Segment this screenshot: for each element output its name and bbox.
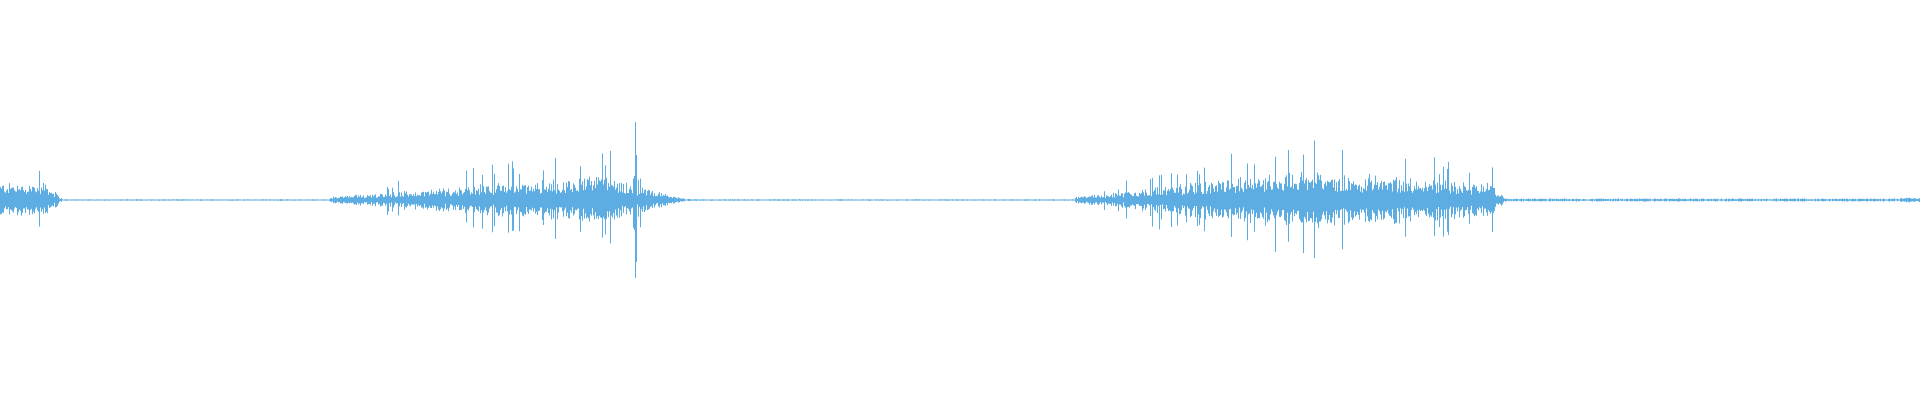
- waveform-samples: [0, 122, 1920, 278]
